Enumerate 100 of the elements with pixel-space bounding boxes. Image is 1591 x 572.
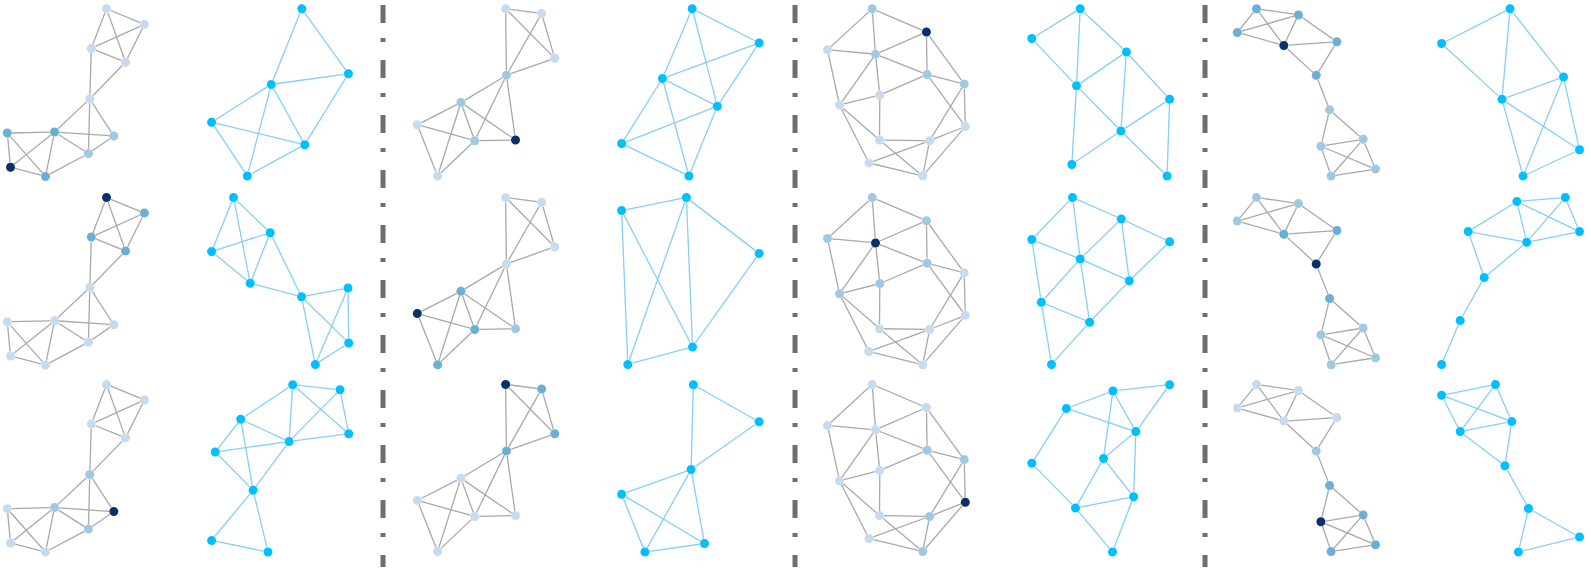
- graph-edge: [1258, 387, 1282, 418]
- graph-edge: [1496, 388, 1511, 418]
- graph-edge: [1075, 132, 1118, 163]
- graph-edge: [304, 299, 346, 341]
- graph-edge: [13, 134, 52, 165]
- graph-node: [1162, 171, 1172, 181]
- graph-edge: [461, 106, 474, 137]
- graph-edge: [878, 287, 881, 325]
- graph-edge: [1471, 203, 1514, 230]
- graph-node: [50, 316, 59, 326]
- graph-node: [835, 100, 844, 110]
- graph-edge: [1077, 461, 1102, 505]
- graph-edge: [922, 520, 930, 548]
- graph-edge: [244, 386, 290, 418]
- graph-node: [960, 310, 970, 320]
- graph-node: [1437, 39, 1447, 49]
- graph-edge: [625, 107, 714, 143]
- graph-node: [754, 249, 764, 258]
- graph-edge: [92, 440, 123, 472]
- graph-edge: [510, 434, 551, 450]
- graph-edge: [879, 430, 924, 450]
- graph-edge: [110, 385, 141, 399]
- graph-edge: [1512, 11, 1562, 75]
- graph-node: [871, 49, 880, 59]
- graph-edge: [878, 474, 881, 512]
- graph-node: [1316, 141, 1326, 151]
- graph-node: [470, 511, 480, 521]
- graph-edge: [1529, 200, 1563, 240]
- graph-node: [1512, 197, 1522, 206]
- graph-edge: [464, 77, 504, 101]
- graph-edge: [1530, 231, 1576, 242]
- graph-edge: [92, 388, 106, 421]
- graph-edge: [49, 530, 85, 551]
- graph-edge: [87, 291, 91, 339]
- graph-node: [835, 289, 844, 299]
- graph-node: [83, 337, 93, 347]
- graph-edge: [1128, 54, 1168, 97]
- graph-node: [433, 171, 443, 181]
- graph-edge: [1487, 244, 1524, 276]
- graph-edge: [1318, 420, 1336, 448]
- graph-edge: [843, 471, 876, 481]
- graph-node: [511, 511, 520, 521]
- graph-node: [344, 429, 354, 439]
- graph-edge: [251, 236, 270, 280]
- graph-node: [102, 193, 111, 202]
- graph-node: [871, 425, 880, 435]
- graph-edge: [217, 422, 239, 449]
- graph-node: [1252, 193, 1261, 202]
- graph-edge: [1079, 88, 1119, 129]
- graph-edge: [963, 276, 966, 312]
- graph-edge: [508, 387, 553, 432]
- graph-edge: [1258, 200, 1282, 232]
- graph-edge: [931, 87, 963, 138]
- graph-node: [86, 419, 96, 429]
- graph-edge: [1241, 221, 1280, 234]
- graph-edge: [1239, 387, 1255, 405]
- graph-edge: [875, 385, 923, 407]
- graph-edge: [1260, 197, 1295, 204]
- graph-node: [6, 162, 15, 172]
- graph-node: [1518, 171, 1528, 181]
- graph-edge: [301, 300, 316, 361]
- graph-node: [2, 128, 12, 138]
- graph-edge: [1332, 112, 1361, 137]
- graph-edge: [1321, 150, 1331, 173]
- graph-edge: [1133, 435, 1137, 493]
- graph-edge: [1444, 46, 1500, 97]
- graph-edge: [1031, 243, 1042, 299]
- graph-edge: [255, 444, 287, 488]
- graph-node: [297, 4, 307, 14]
- graph-edge: [318, 344, 346, 363]
- graph-edge: [11, 320, 51, 323]
- graph-edge: [883, 75, 924, 94]
- graph-edge: [57, 101, 88, 130]
- graph-edge: [1079, 54, 1124, 84]
- graph-edge: [925, 129, 963, 174]
- graph-edge: [1324, 336, 1372, 357]
- graph-node: [501, 4, 511, 14]
- graph-edge: [931, 75, 961, 84]
- graph-edge: [1239, 200, 1255, 219]
- graph-edge: [1034, 466, 1073, 506]
- graph-node: [501, 259, 511, 269]
- graph-node: [207, 247, 217, 257]
- graph-edge: [1333, 517, 1361, 549]
- graph-edge: [631, 347, 689, 364]
- graph-node: [229, 193, 238, 202]
- graph-node: [470, 136, 480, 146]
- graph-edge: [13, 509, 52, 541]
- graph-edge: [275, 73, 345, 85]
- graph-edge: [689, 199, 757, 252]
- graph-edge: [1520, 202, 1576, 231]
- graph-node: [297, 292, 306, 302]
- graph-edge: [690, 388, 694, 466]
- graph-node: [102, 4, 111, 14]
- graph-edge: [91, 513, 111, 528]
- graph-edge: [871, 201, 876, 239]
- graph-edge: [213, 493, 251, 538]
- graph-edge: [872, 538, 919, 552]
- graph-edge: [842, 296, 877, 327]
- graph-edge: [882, 517, 920, 550]
- graph-edge: [340, 393, 349, 430]
